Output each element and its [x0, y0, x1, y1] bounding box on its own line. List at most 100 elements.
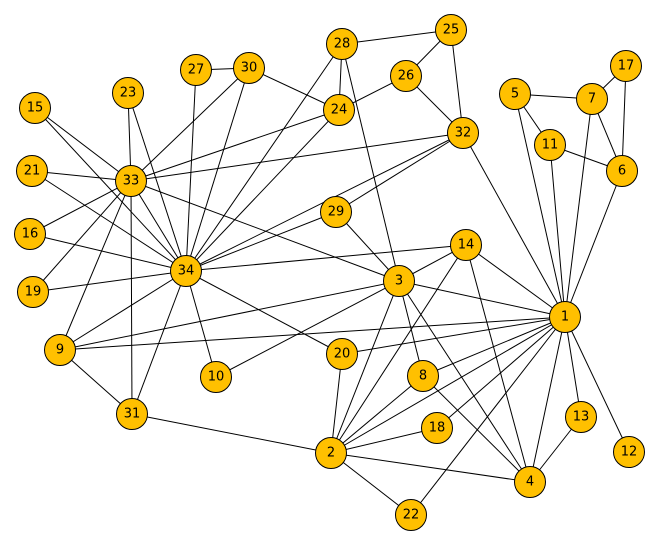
node-label-5: 5	[511, 87, 519, 102]
edge-20-34	[185, 270, 343, 355]
edge-15-34	[34, 107, 187, 272]
node-label-19: 19	[25, 285, 42, 300]
edge-19-34	[32, 270, 187, 293]
edge-2-31	[131, 413, 332, 454]
edge-1-7	[564, 98, 593, 318]
node-circle-9	[44, 334, 76, 366]
edge-32-33	[130, 132, 464, 182]
node-label-1: 1	[561, 310, 569, 325]
node-2: 2	[315, 437, 347, 469]
node-label-3: 3	[395, 274, 403, 289]
edge-1-4	[529, 316, 566, 483]
edge-2-4	[330, 452, 531, 483]
node-30: 30	[233, 52, 265, 84]
node-7: 7	[576, 83, 608, 115]
node-circle-34	[170, 255, 202, 287]
node-circle-4	[514, 466, 546, 498]
node-1: 1	[549, 301, 581, 333]
node-label-8: 8	[419, 369, 427, 384]
edge-29-34	[185, 211, 337, 272]
node-label-26: 26	[398, 69, 415, 84]
node-label-2: 2	[327, 446, 335, 461]
edge-1-22	[410, 316, 566, 516]
node-label-7: 7	[588, 92, 596, 107]
node-circle-13	[565, 401, 597, 433]
node-circle-1	[549, 301, 581, 333]
edge-1-20	[341, 316, 566, 355]
edge-1-8	[422, 316, 566, 377]
edge-29-32	[335, 132, 464, 213]
node-circle-18	[421, 412, 453, 444]
edge-4-8	[422, 375, 531, 483]
edge-3-4	[398, 280, 531, 483]
node-3: 3	[383, 265, 415, 297]
node-circle-24	[323, 94, 355, 126]
edge-2-14	[330, 244, 467, 454]
node-circle-26	[390, 60, 422, 92]
node-label-21: 21	[24, 164, 41, 179]
node-label-9: 9	[56, 343, 64, 358]
edge-27-34	[185, 69, 197, 272]
node-label-6: 6	[618, 164, 626, 179]
node-label-22: 22	[403, 508, 420, 523]
node-circle-21	[16, 155, 48, 187]
node-19: 19	[17, 276, 49, 308]
edge-3-10	[215, 280, 400, 378]
node-33: 33	[115, 165, 147, 197]
node-circle-27	[180, 54, 212, 86]
node-17: 17	[610, 50, 642, 82]
edge-3-33	[130, 180, 400, 282]
node-circle-7	[576, 83, 608, 115]
edge-1-32	[462, 132, 566, 318]
edge-1-18	[436, 316, 566, 429]
edge-9-31	[59, 349, 133, 415]
edge-21-34	[31, 170, 187, 272]
edge-14-34	[185, 244, 467, 272]
node-label-30: 30	[241, 61, 258, 76]
node-8: 8	[407, 360, 439, 392]
node-label-16: 16	[22, 227, 39, 242]
node-circle-11	[534, 129, 566, 161]
edge-1-13	[564, 316, 582, 418]
edge-1-6	[564, 170, 623, 318]
edge-9-34	[59, 270, 187, 351]
edge-19-33	[32, 180, 132, 293]
node-22: 22	[395, 499, 427, 531]
edge-9-33	[59, 180, 132, 351]
node-circle-29	[320, 196, 352, 228]
node-label-20: 20	[334, 347, 351, 362]
edge-3-9	[59, 280, 400, 351]
node-11: 11	[534, 129, 566, 161]
edge-30-33	[130, 67, 250, 182]
node-label-17: 17	[618, 59, 635, 74]
node-4: 4	[514, 466, 546, 498]
edge-4-14	[465, 244, 531, 483]
node-26: 26	[390, 60, 422, 92]
node-circle-2	[315, 437, 347, 469]
node-label-27: 27	[188, 63, 205, 78]
node-18: 18	[421, 412, 453, 444]
node-label-34: 34	[178, 264, 195, 279]
node-label-15: 15	[27, 101, 44, 116]
node-label-24: 24	[331, 103, 348, 118]
node-circle-22	[395, 499, 427, 531]
node-14: 14	[450, 229, 482, 261]
node-circle-31	[116, 398, 148, 430]
node-24: 24	[323, 94, 355, 126]
node-label-32: 32	[455, 126, 472, 141]
edge-24-33	[130, 109, 340, 182]
node-16: 16	[14, 218, 46, 250]
node-6: 6	[606, 155, 638, 187]
node-label-11: 11	[542, 138, 559, 153]
edge-15-33	[34, 107, 132, 182]
node-label-14: 14	[458, 238, 475, 253]
node-9: 9	[44, 334, 76, 366]
node-27: 27	[180, 54, 212, 86]
node-circle-25	[435, 14, 467, 46]
node-circle-28	[326, 28, 358, 60]
node-5: 5	[499, 78, 531, 110]
edge-2-8	[330, 375, 424, 454]
edge-10-34	[185, 270, 217, 378]
